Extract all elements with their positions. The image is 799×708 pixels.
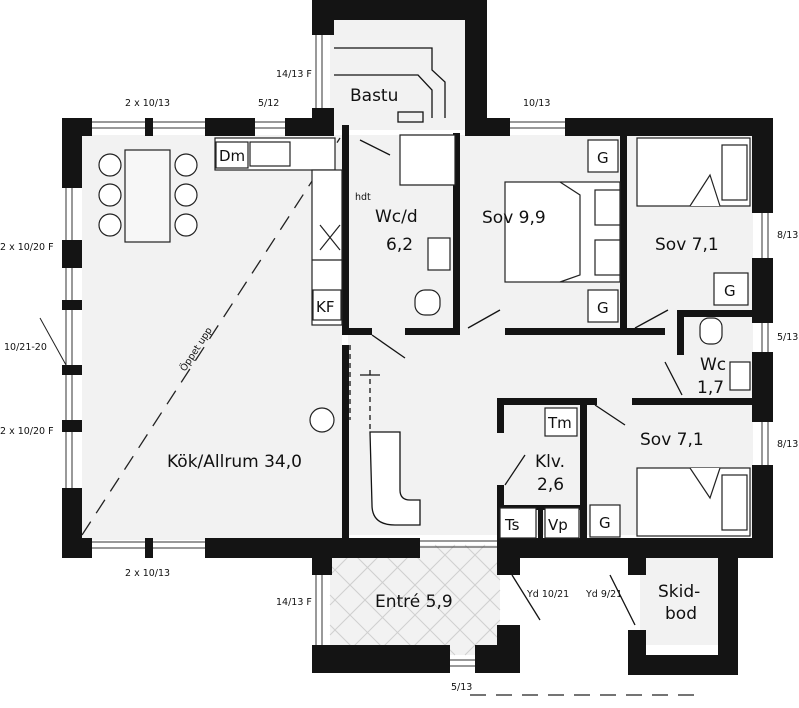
window-top-right: 10/13 [523, 98, 550, 109]
window-bastu: 14/13 F [276, 69, 312, 80]
mark-tm: Tm [547, 414, 572, 432]
door-yd-2: Yd 9/21 [585, 589, 622, 600]
wc-fixtures [699, 317, 751, 391]
window-right-3: 8/13 [777, 439, 798, 450]
bathroom-fixtures [399, 134, 456, 316]
window-top-left: 2 x 10/13 [125, 98, 170, 109]
single-bed-bottom [636, 467, 751, 537]
exterior-walls [62, 0, 773, 675]
door-swings [359, 139, 683, 626]
mark-ts: Ts [504, 516, 520, 534]
window-right-2: 5/13 [777, 332, 798, 343]
room-klv-name: Klv. [535, 452, 565, 472]
mark-dm: Dm [219, 147, 245, 165]
mark-g-2: G [597, 299, 609, 317]
floor-fills [82, 20, 753, 655]
double-bed [504, 181, 621, 283]
sauna-bench [334, 47, 446, 123]
door-yd-1: Yd 10/21 [526, 589, 569, 600]
room-kok-allrum: Kök/Allrum 34,0 [167, 452, 302, 472]
room-sov-9-9: Sov 9,9 [482, 208, 546, 228]
mark-hdt: hdt [355, 192, 371, 203]
mark-g-1: G [597, 149, 609, 167]
dining-set [98, 149, 198, 243]
window-left-1: 2 x 10/20 F [0, 242, 54, 253]
mark-kf: KF [316, 298, 334, 316]
open-above-line [81, 137, 341, 536]
room-skidbod-1: Skid- [658, 582, 700, 602]
room-wcd-area: 6,2 [386, 235, 413, 255]
room-entre: Entré 5,9 [375, 592, 453, 612]
window-top-mid: 5/12 [258, 98, 279, 109]
window-left-mid: 10/21-20 [4, 342, 47, 353]
stair [349, 345, 421, 526]
room-bastu: Bastu [350, 86, 398, 106]
room-skidbod-2: bod [665, 604, 697, 624]
room-sov-7-1-bottom: Sov 7,1 [640, 430, 704, 450]
room-sov-7-1-top: Sov 7,1 [655, 235, 719, 255]
window-bottom-entre: 5/13 [451, 682, 472, 693]
room-wcd-name: Wc/d [375, 207, 418, 227]
window-right-1: 8/13 [777, 230, 798, 241]
room-klv-area: 2,6 [537, 475, 564, 495]
window-pointer [39, 317, 67, 366]
mark-g-4: G [599, 514, 611, 532]
room-wc-area: 1,7 [697, 378, 724, 398]
stove-icon [309, 407, 335, 433]
window-left-2: 2 x 10/20 F [0, 426, 54, 437]
room-wc-name: Wc [700, 355, 726, 375]
mark-g-3: G [724, 282, 736, 300]
entre-tiles [329, 544, 501, 656]
mark-vp: Vp [548, 516, 568, 534]
windows [65, 35, 769, 667]
window-entre-left: 14/13 F [276, 597, 312, 608]
window-bottom-left: 2 x 10/13 [125, 568, 170, 579]
single-bed-top [636, 137, 751, 207]
mark-boxes [215, 139, 749, 539]
